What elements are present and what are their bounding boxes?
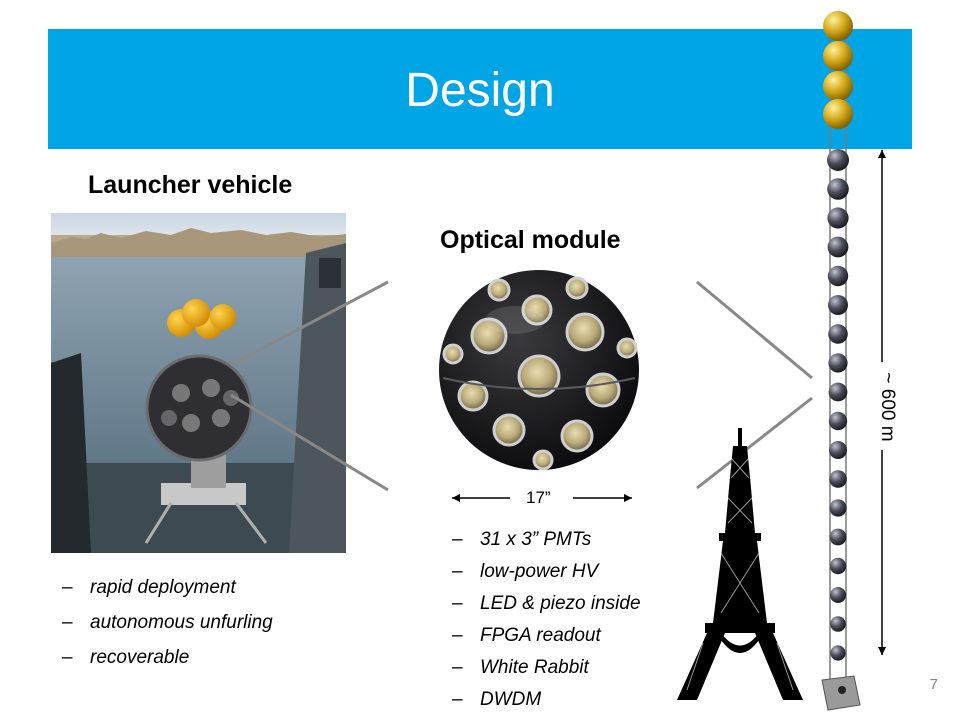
- list-item: recoverable: [62, 640, 273, 675]
- string-module: [827, 149, 849, 171]
- string-module: [829, 557, 847, 575]
- string-module: [828, 411, 848, 431]
- string-module: [827, 207, 849, 229]
- string-module: [827, 265, 849, 287]
- string-module: [828, 324, 848, 344]
- string-module: [829, 470, 847, 488]
- string-module: [827, 178, 849, 200]
- string-module: [828, 295, 848, 315]
- page-title: Design: [405, 64, 555, 117]
- string-module: [829, 441, 847, 459]
- module-heading: Optical module: [440, 226, 621, 254]
- eiffel-tower-icon: [677, 428, 803, 700]
- page-number: 7: [929, 676, 938, 693]
- list-item: low-power HV: [452, 556, 641, 588]
- launcher-photo: [51, 213, 346, 553]
- diameter-label: 17”: [526, 488, 551, 507]
- optical-module-sphere: [437, 268, 641, 472]
- string-module: [829, 528, 847, 546]
- launcher-heading: Launcher vehicle: [88, 171, 293, 199]
- list-item: autonomous unfurling: [62, 605, 273, 640]
- list-item: FPGA readout: [452, 620, 641, 652]
- list-item: rapid deployment: [62, 570, 273, 605]
- list-item: White Rabbit: [452, 652, 641, 684]
- string-module: [830, 587, 846, 603]
- string-length-label: ~ 600 m: [877, 372, 898, 442]
- string-module: [827, 236, 849, 258]
- list-item: DWDM: [452, 684, 641, 716]
- string-module: [830, 645, 846, 661]
- detection-unit-string: [821, 11, 861, 711]
- launcher-features: rapid deployment autonomous unfurling re…: [62, 570, 273, 675]
- module-specs: 31 x 3” PMTs low-power HV LED & piezo in…: [452, 524, 641, 716]
- string-module: [829, 499, 847, 517]
- list-item: LED & piezo inside: [452, 588, 641, 620]
- title-bar: [48, 29, 912, 149]
- string-module: [828, 353, 848, 373]
- string-module: [830, 616, 846, 632]
- list-item: 31 x 3” PMTs: [452, 524, 641, 556]
- string-module: [828, 382, 848, 402]
